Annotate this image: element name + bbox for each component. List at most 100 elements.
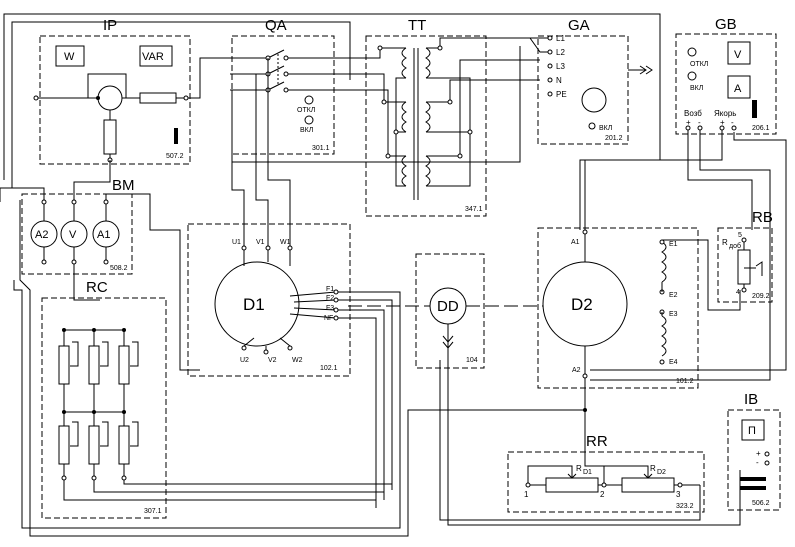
rb-resistor (737, 249, 751, 285)
dd-output-arrow (442, 335, 454, 349)
ib-minus: - (756, 458, 759, 467)
block-d2: D2 A1 A2 E1 E2 E3 E4 101.2 (537, 160, 741, 448)
ip-meter-var: VAR (142, 51, 164, 63)
gb-code: 206.1 (752, 125, 770, 132)
block-ib: IB П + - 506.2 (727, 391, 781, 511)
gb-off-label: ОТКЛ (690, 61, 709, 68)
d1-term-nf: NF (324, 315, 333, 322)
qa-off-button[interactable] (304, 95, 314, 105)
tt-code: 347.1 (465, 206, 483, 213)
gb-ammeter-box (727, 75, 751, 99)
block-dd: DD 104 (348, 253, 544, 369)
ga-knob (581, 87, 607, 113)
varmeter-box (139, 45, 173, 67)
dd-code: 104 (466, 357, 478, 364)
dd-title: DD (437, 298, 459, 315)
gb-on-label: ВКЛ (690, 85, 704, 92)
gb-voltmeter-box (727, 41, 751, 65)
ga-term-n: N (556, 76, 562, 85)
d1-term-f1: F1 (326, 286, 334, 293)
ib-key-label: П (748, 425, 756, 437)
d2-term-e1: E1 (669, 241, 678, 248)
block-rb: RB R доб 5 4 209.2 (717, 209, 773, 303)
qa-on-button[interactable] (304, 115, 314, 125)
ib-plus: + (756, 449, 761, 458)
qa-off-label: ОТКЛ (297, 107, 316, 114)
bm-label-v: V (69, 229, 77, 241)
block-ip: IP W VAR 507.2 (33, 17, 230, 165)
d2-term-a1: A1 (571, 239, 580, 246)
rr-resistor-1 (545, 477, 599, 493)
qa-title: QA (265, 17, 287, 34)
gb-arm-plus: + (720, 118, 725, 127)
ga-connector-arrow (639, 65, 653, 75)
rr-term-2: 2 (600, 490, 605, 499)
gb-meter-v: V (734, 49, 742, 61)
gb-exc-plus: + (686, 118, 691, 127)
bm-code: 508.2 (110, 265, 128, 272)
d2-term-e4: E4 (669, 359, 678, 366)
rb-r-label: R (722, 238, 728, 247)
ga-term-l1: L1 (556, 34, 565, 43)
gb-exc-label: Возб (684, 109, 702, 118)
block-qa: QA ОТКЛ ВКЛ 301.1 (230, 17, 350, 155)
gb-meter-a: A (734, 83, 742, 95)
gb-arm-minus: - (731, 118, 734, 127)
block-rr: RR R D1 R D2 1 2 3 323.2 (507, 433, 705, 513)
d1-term-v2: V2 (268, 357, 277, 364)
ip-meter-w: W (64, 51, 75, 63)
gb-title: GB (715, 16, 737, 33)
d1-term-w2: W2 (292, 357, 303, 364)
rb-term-5: 5 (738, 232, 742, 239)
ib-battery-plate-1 (740, 477, 766, 481)
block-gb: GB ОТКЛ ВКЛ V A Возб Якорь + - + - 206.1 (579, 16, 777, 381)
rb-term-4: 4 (736, 289, 740, 296)
block-bm: BM A2 V A1 508.2 (0, 160, 200, 371)
rb-code: 209.2 (752, 293, 770, 300)
rc-code: 307.1 (144, 508, 162, 515)
block-rc: RC (41, 279, 392, 519)
d1-term-v1: V1 (256, 239, 265, 246)
d2-term-e3: E3 (669, 311, 678, 318)
ip-indicator (174, 128, 178, 144)
ga-on-button[interactable] (588, 122, 596, 130)
wattmeter-box (55, 45, 85, 67)
ga-term-l2: L2 (556, 48, 565, 57)
ib-title: IB (744, 391, 758, 408)
ip-title: IP (103, 17, 117, 34)
d1-term-f2: F2 (326, 295, 334, 302)
rc-title: RC (86, 279, 108, 296)
d1-motor-circle (214, 261, 300, 347)
bm-label-a1: A1 (97, 229, 110, 241)
d1-term-w1: W1 (280, 239, 291, 246)
block-d1: D1 U1 V1 W1 U2 V2 W2 F1 F2 F3 NF 102.1 (187, 58, 401, 508)
outer-wiring (3, 13, 787, 537)
d2-title: D2 (571, 295, 593, 314)
rr-code: 323.2 (676, 503, 694, 510)
gb-on-button[interactable] (687, 71, 697, 81)
qa-on-label: ВКЛ (300, 127, 314, 134)
gb-indicator (752, 100, 757, 118)
ip-sensor-circle (97, 85, 123, 111)
block-tt: TT 347.1 (350, 17, 540, 217)
ip-code: 507.2 (166, 153, 184, 160)
rr-term-1: 1 (524, 490, 529, 499)
rc-resistor-grid (58, 328, 392, 501)
rr-title: RR (586, 433, 608, 450)
d1-term-u1: U1 (232, 239, 241, 246)
gb-exc-minus: - (698, 118, 701, 127)
ip-shunt (103, 119, 117, 155)
rr-term-3: 3 (676, 490, 681, 499)
d1-code: 102.1 (320, 365, 338, 372)
ga-term-l3: L3 (556, 62, 565, 71)
d1-term-u2: U2 (240, 357, 249, 364)
ib-battery-plate-2 (740, 486, 766, 490)
rr-r1-sub: D1 (583, 469, 592, 476)
rb-r-sub: доб (729, 242, 741, 250)
rr-r2-sub: D2 (657, 469, 666, 476)
ib-switch-box[interactable] (741, 419, 765, 441)
rr-r1-label: R (576, 464, 582, 473)
qa-code: 301.1 (312, 145, 330, 152)
gb-off-button[interactable] (687, 47, 697, 57)
